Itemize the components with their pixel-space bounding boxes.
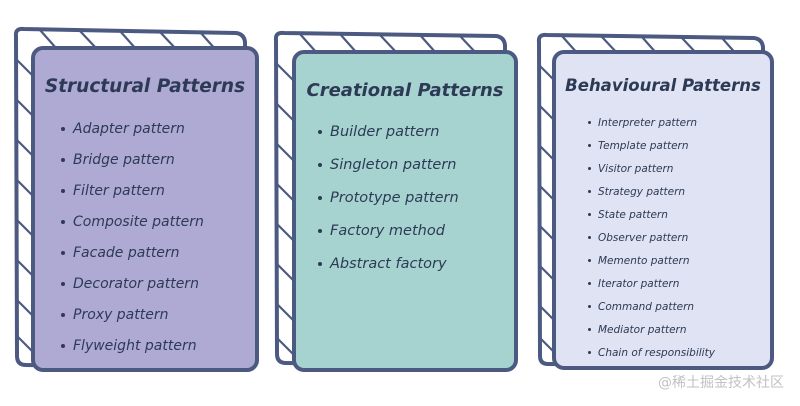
- list-item: Composite pattern: [61, 213, 204, 244]
- watermark-text: @稀土掘金技术社区: [658, 375, 784, 391]
- structural-card-title: Structural Patterns: [44, 76, 246, 97]
- list-item: Visitor pattern: [588, 162, 715, 185]
- list-item: Decorator pattern: [61, 275, 204, 306]
- list-item: Builder pattern: [318, 122, 459, 155]
- list-item: Iterator pattern: [588, 277, 715, 300]
- creational-pattern-list: Builder pattern Singleton pattern Protot…: [318, 122, 459, 287]
- list-item: Observer pattern: [588, 231, 715, 254]
- behavioural-pattern-list: Interpreter pattern Template pattern Vis…: [588, 116, 715, 369]
- list-item: Bridge pattern: [61, 151, 204, 182]
- behavioural-card-title: Behavioural Patterns: [565, 76, 761, 95]
- list-item: Strategy pattern: [588, 185, 715, 208]
- structural-patterns-card: Structural Patterns Adapter pattern Brid…: [33, 48, 257, 370]
- list-item: Filter pattern: [61, 182, 204, 213]
- creational-box-face: [292, 50, 518, 372]
- structural-box-face: [31, 46, 259, 372]
- list-item: Prototype pattern: [318, 188, 459, 221]
- list-item: Chain of responsibility: [588, 346, 715, 369]
- list-item: Singleton pattern: [318, 155, 459, 188]
- creational-box-frame: [273, 30, 518, 372]
- list-item: State pattern: [588, 208, 715, 231]
- creational-patterns-card: Creational Patterns Builder pattern Sing…: [294, 52, 516, 370]
- list-item: Adapter pattern: [61, 120, 204, 151]
- behavioural-patterns-card: Behavioural Patterns Interpreter pattern…: [554, 52, 772, 368]
- list-item: Mediator pattern: [588, 323, 715, 346]
- list-item: Template pattern: [588, 139, 715, 162]
- structural-box-frame: [13, 26, 259, 372]
- behavioural-box-face: [552, 50, 774, 370]
- list-item: Interpreter pattern: [588, 116, 715, 139]
- list-item: Facade pattern: [61, 244, 204, 275]
- creational-card-title: Creational Patterns: [306, 80, 504, 101]
- structural-pattern-list: Adapter pattern Bridge pattern Filter pa…: [61, 120, 204, 368]
- list-item: Abstract factory: [318, 254, 459, 287]
- list-item: Flyweight pattern: [61, 337, 204, 368]
- list-item: Command pattern: [588, 300, 715, 323]
- list-item: Memento pattern: [588, 254, 715, 277]
- behavioural-box-frame: [536, 32, 774, 370]
- list-item: Factory method: [318, 221, 459, 254]
- list-item: Proxy pattern: [61, 306, 204, 337]
